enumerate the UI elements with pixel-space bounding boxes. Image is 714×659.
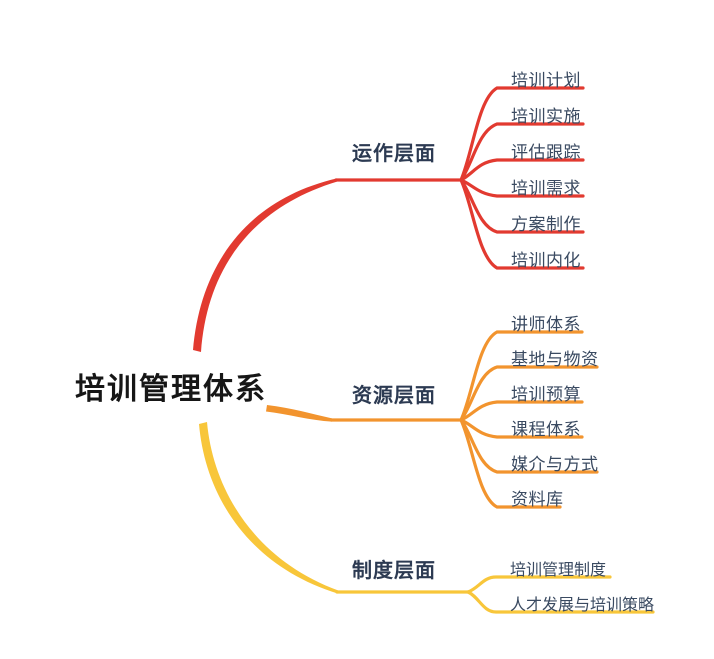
leaf-topic-program-design[interactable]: 方案制作 bbox=[511, 215, 581, 234]
leaf-topic-trainer-system[interactable]: 讲师体系 bbox=[511, 315, 581, 334]
leaf-topic-training-management-rules[interactable]: 培训管理制度 bbox=[510, 562, 607, 579]
branch-policy-trunk bbox=[199, 422, 338, 594]
branch-policy-lines bbox=[199, 422, 655, 614]
leaf-topic-base-and-materials[interactable]: 基地与物资 bbox=[511, 350, 599, 369]
leaf-topic-evaluation-tracking[interactable]: 评估跟踪 bbox=[511, 143, 581, 162]
leaf-topic-training-plan[interactable]: 培训计划 bbox=[511, 71, 581, 90]
branch-policy-child-line-1 bbox=[466, 590, 655, 614]
branch-resources-lines bbox=[266, 330, 599, 509]
leaf-topic-media-and-methods[interactable]: 媒介与方式 bbox=[511, 455, 599, 474]
branch-policy-child-line-0 bbox=[466, 575, 612, 594]
branch-topic-operations[interactable]: 运作层面 bbox=[352, 143, 436, 165]
leaf-topic-training-budget[interactable]: 培训预算 bbox=[511, 385, 581, 404]
leaf-topic-data-library[interactable]: 资料库 bbox=[511, 490, 564, 509]
branch-resources-child-line-2 bbox=[459, 400, 584, 422]
leaf-topic-training-internalization[interactable]: 培训内化 bbox=[511, 251, 581, 270]
leaf-topic-talent-development-strategy[interactable]: 人才发展与培训策略 bbox=[510, 597, 655, 614]
branch-resources-child-line-3 bbox=[459, 418, 584, 439]
branch-resources-child-line-0 bbox=[459, 330, 584, 422]
branch-operations-child-line-3 bbox=[459, 178, 585, 198]
branch-topic-policy[interactable]: 制度层面 bbox=[352, 560, 436, 582]
branch-operations-lines bbox=[193, 86, 585, 352]
branch-operations-child-line-5 bbox=[459, 178, 585, 270]
branch-operations-child-line-0 bbox=[459, 86, 585, 182]
branch-operations-child-line-1 bbox=[459, 122, 585, 182]
branch-operations-child-line-2 bbox=[459, 158, 585, 182]
root-topic[interactable]: 培训管理体系 bbox=[75, 373, 267, 406]
branch-resources-trunk bbox=[266, 405, 332, 422]
branch-operations-trunk bbox=[193, 178, 337, 352]
leaf-topic-course-system[interactable]: 课程体系 bbox=[511, 420, 581, 439]
leaf-topic-training-implementation[interactable]: 培训实施 bbox=[511, 107, 581, 126]
leaf-topic-training-needs[interactable]: 培训需求 bbox=[511, 179, 581, 198]
branch-resources-child-line-1 bbox=[459, 365, 599, 422]
branch-resources-child-line-5 bbox=[459, 418, 562, 509]
branch-topic-resources[interactable]: 资源层面 bbox=[352, 385, 436, 407]
